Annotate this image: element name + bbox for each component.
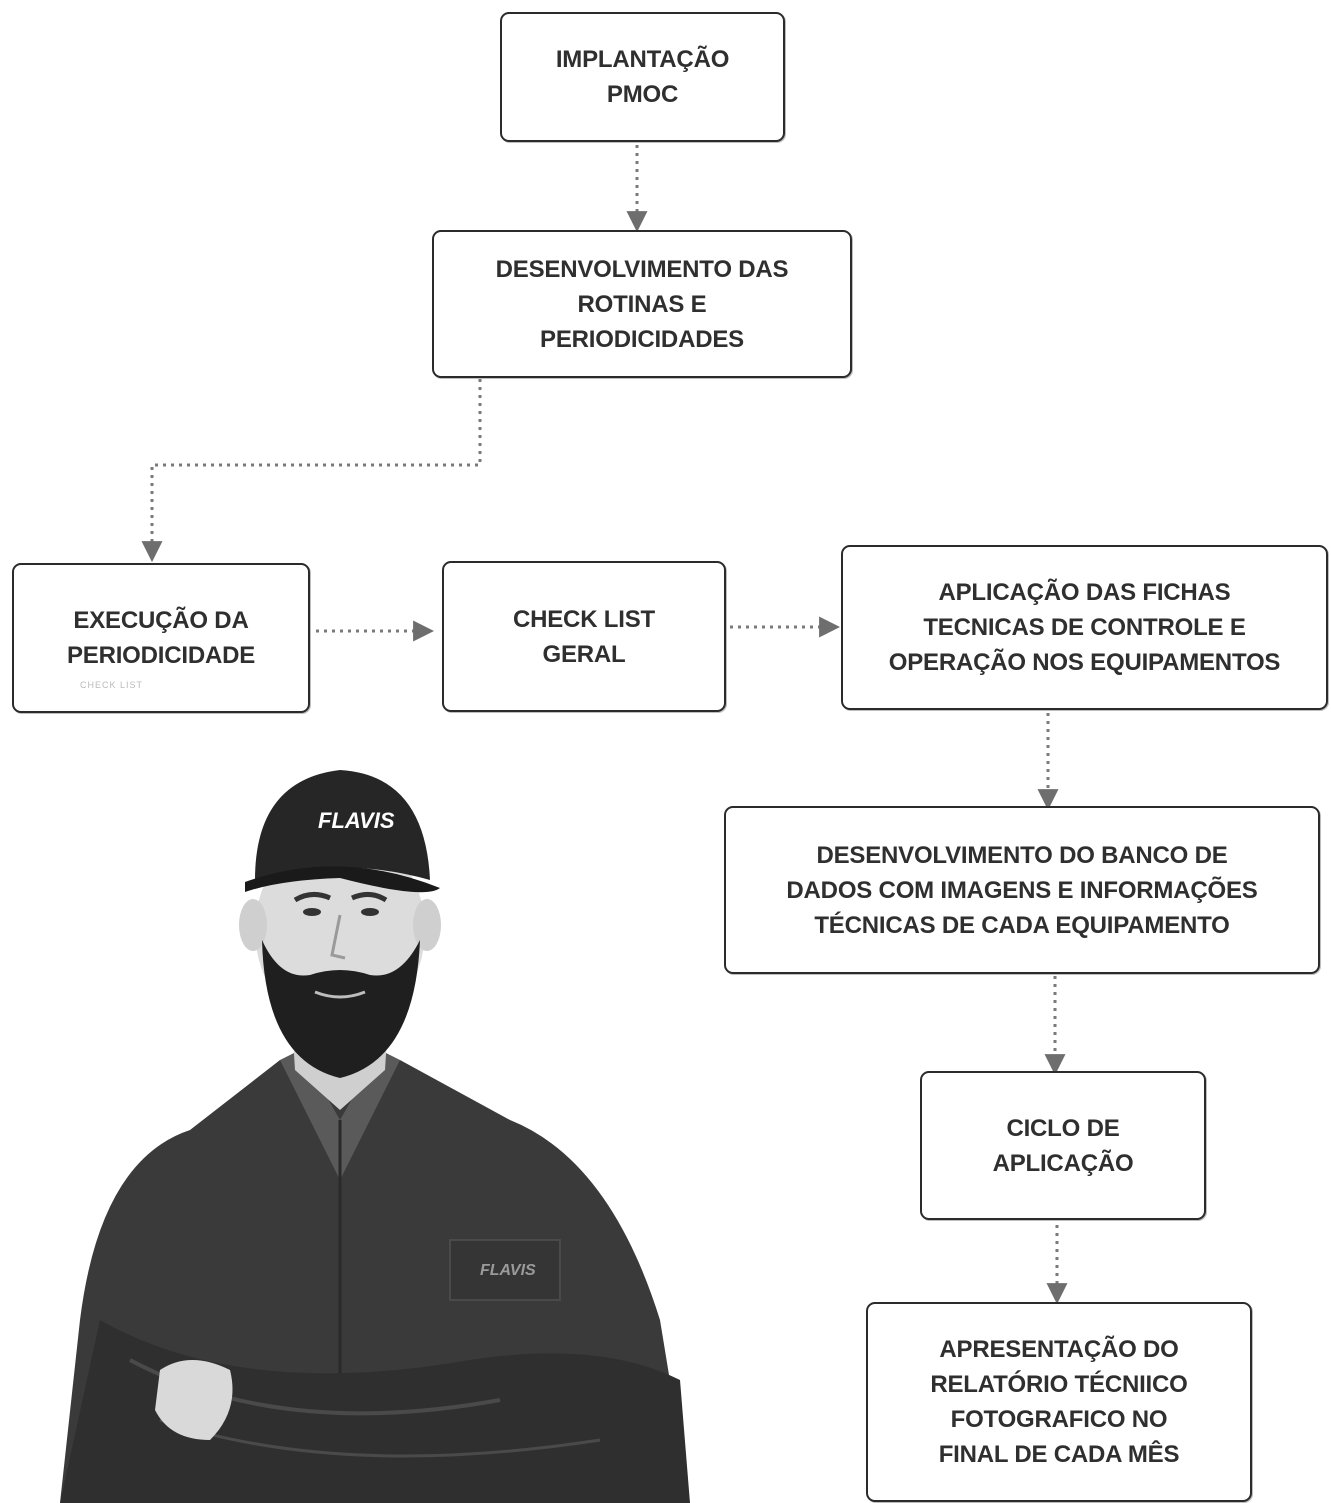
faint-text: CHECK LIST [80, 680, 144, 690]
node-line: PERIODICIDADE [66, 642, 256, 669]
node-line: PMOC [606, 81, 679, 108]
cap [255, 770, 430, 880]
node-line: CHECK LIST [512, 605, 655, 633]
node-banco-dados: DESENVOLVIMENTO DO BANCO DE DADOS COM IM… [724, 806, 1320, 974]
node-line: CICLO DE [1006, 1114, 1120, 1142]
edge-desenvolvimento-rotinas-execucao [141, 355, 482, 563]
beard [262, 940, 420, 1078]
node-desenvolvimento-rotinas: DESENVOLVIMENTO DAS ROTINAS E PERIODICID… [432, 230, 852, 378]
node-line: FINAL DE CADA MÊS [938, 1441, 1180, 1468]
node-line: TECNICAS DE CONTROLE E [923, 614, 1246, 641]
cap-brim [245, 866, 440, 893]
node-line: DESENVOLVIMENTO DO BANCO DE [816, 841, 1228, 869]
cap-logo: FLAVIS [318, 808, 395, 833]
node-aplicacao-fichas: APLICAÇÃO DAS FICHAS TECNICAS DE CONTROL… [841, 545, 1328, 710]
node-execucao: EXECUÇÃO DA PERIODICIDADE [12, 563, 310, 713]
node-implantacao: IMPLANTAÇÃO PMOC [500, 12, 785, 142]
node-line: FOTOGRAFICO NO [950, 1406, 1168, 1433]
technician-photo: FLAVIS FLAVIS [60, 770, 690, 1503]
node-line: EXECUÇÃO DA [73, 607, 249, 634]
node-line: OPERAÇÃO NOS EQUIPAMENTOS [888, 649, 1281, 676]
node-line: APLICAÇÃO [992, 1149, 1134, 1177]
node-line: DADOS COM IMAGENS E INFORMAÇÕES [786, 876, 1258, 904]
node-line: APRESENTAÇÃO DO [939, 1336, 1179, 1363]
node-line: IMPLANTAÇÃO [555, 46, 730, 73]
node-line: DESENVOLVIMENTO DAS [495, 255, 789, 283]
node-line: PERIODICIDADES [540, 325, 744, 353]
node-line: GERAL [542, 640, 626, 668]
shirt-logo: FLAVIS [480, 1262, 536, 1279]
node-apresentacao: APRESENTAÇÃO DO RELATÓRIO TÉCNIICO FOTOG… [866, 1302, 1252, 1502]
node-line: TÉCNICAS DE CADA EQUIPAMENTO [814, 911, 1230, 939]
node-check-list: CHECK LIST GERAL [442, 561, 726, 712]
node-line: RELATÓRIO TÉCNIICO [930, 1371, 1188, 1398]
node-line: APLICAÇÃO DAS FICHAS [938, 579, 1231, 606]
node-line: ROTINAS E [577, 290, 707, 318]
hand [155, 1360, 233, 1440]
node-ciclo: CICLO DE APLICAÇÃO [920, 1071, 1206, 1220]
